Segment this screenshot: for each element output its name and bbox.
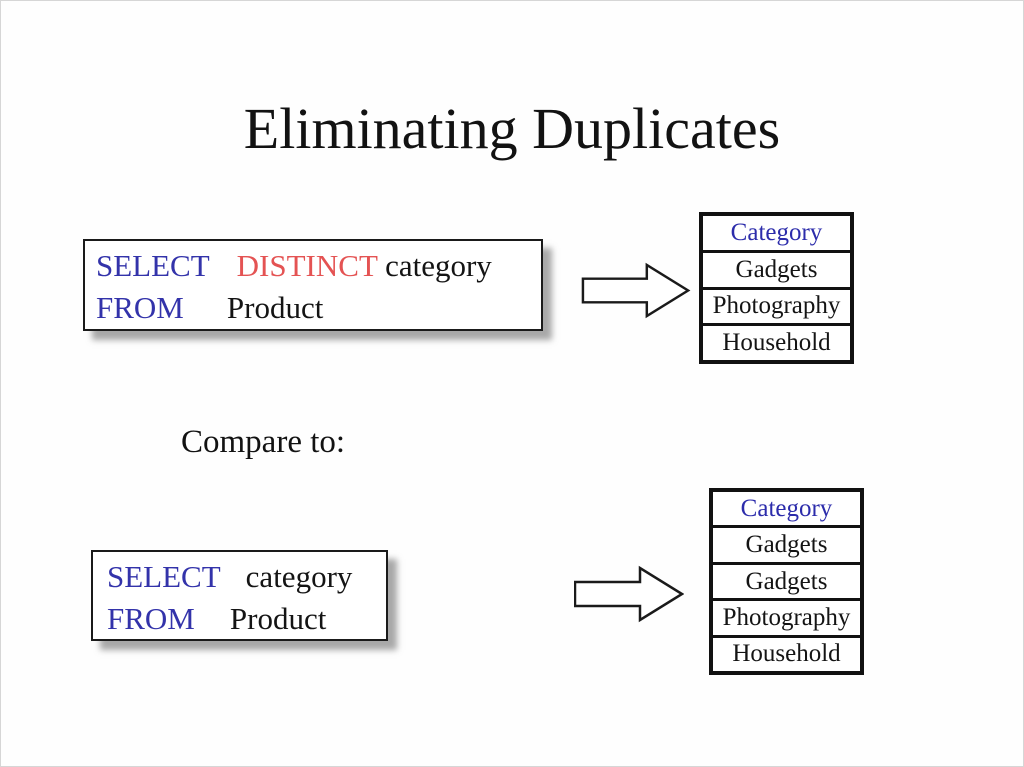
from-keyword: FROM — [107, 601, 195, 636]
compare-label: Compare to: — [181, 424, 346, 460]
right-arrow-icon — [581, 262, 691, 319]
spacer — [221, 586, 246, 587]
table-row: Gadgets — [713, 561, 860, 598]
table-row: Photography — [713, 598, 860, 634]
result-table-plain: Category Gadgets Gadgets Photography Hou… — [709, 488, 864, 675]
slide-title: Eliminating Duplicates — [243, 96, 781, 161]
table-row: Gadgets — [713, 525, 860, 561]
sql-query-plain-box: SELECT category FROM Product — [91, 550, 388, 641]
table-header-cell: Category — [730, 218, 823, 246]
spacer — [184, 317, 227, 318]
right-arrow-icon — [574, 565, 684, 623]
from-table: Product — [226, 290, 324, 325]
sql-line-select: SELECT DISTINCT category — [96, 245, 541, 287]
sql-line-from: FROM Product — [107, 598, 386, 640]
sql-line-from: FROM Product — [96, 287, 541, 329]
select-column: category — [245, 559, 353, 594]
distinct-keyword: DISTINCT — [236, 248, 378, 283]
table-header-cell: Category — [740, 494, 833, 522]
result-table-distinct: Category Gadgets Photography Household — [699, 212, 854, 364]
select-column: category — [385, 248, 492, 283]
from-keyword: FROM — [96, 290, 184, 325]
table-row: Household — [713, 634, 860, 671]
table-row: Photography — [703, 286, 850, 324]
spacer — [210, 275, 237, 276]
sql-query-distinct-box: SELECT DISTINCT category FROM Product — [83, 239, 543, 331]
table-row: Household — [703, 323, 850, 360]
from-table: Product — [229, 601, 327, 636]
spacer — [195, 628, 230, 629]
select-keyword: SELECT — [107, 559, 221, 594]
select-keyword: SELECT — [96, 248, 210, 283]
sql-line-select: SELECT category — [107, 556, 386, 598]
table-row: Gadgets — [703, 249, 850, 287]
